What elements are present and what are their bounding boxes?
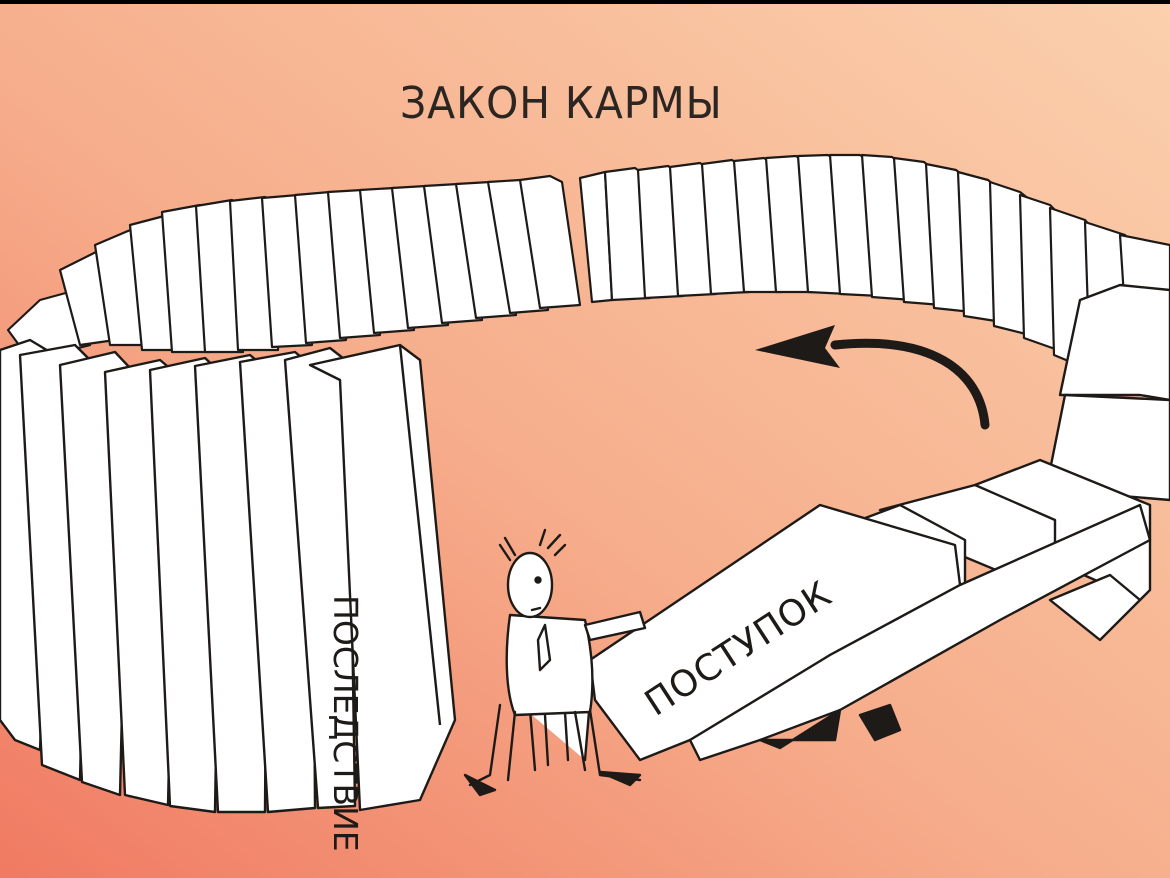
curved-arrow-left-icon (755, 325, 990, 430)
consequence-label: ПОСЛЕДСТВИЕ (326, 595, 365, 852)
top-frame-bar (0, 0, 1170, 4)
domino-front-row (0, 338, 457, 814)
domino-right-side (973, 283, 1170, 602)
sitting-man-icon (463, 528, 647, 797)
cartoon-title: ЗАКОН КАРМЫ (400, 78, 723, 129)
domino-fallen-row (588, 483, 1152, 762)
